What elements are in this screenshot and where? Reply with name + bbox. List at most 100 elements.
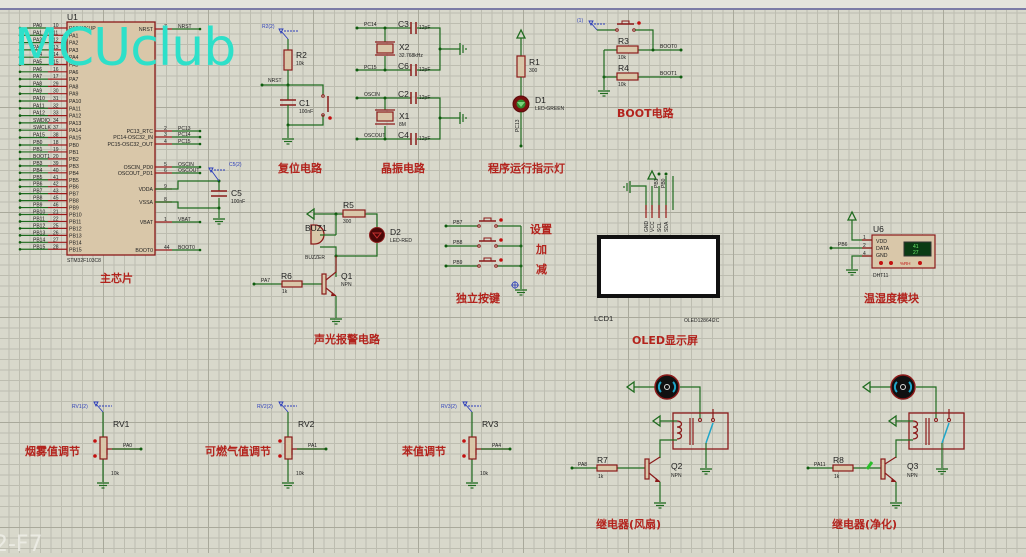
dht-pin-gnd: GND bbox=[876, 253, 888, 259]
mcu-net-label: PB14 bbox=[33, 237, 45, 243]
section-title-main-chip: 主芯片 bbox=[100, 271, 133, 285]
boot-circuit[interactable]: (1) R3 10k BOOT0 R4 10k BOOT1 bbox=[577, 18, 683, 97]
dht-button-down[interactable] bbox=[889, 261, 893, 265]
key-switch-1[interactable]: PB7 bbox=[444, 217, 522, 228]
capacitor-c5[interactable]: C5(2) C5 100nF bbox=[155, 162, 245, 225]
key-switch-3[interactable]: PB9 bbox=[444, 257, 523, 268]
mcu-pin-number: 31 bbox=[53, 96, 59, 102]
section-title-keys: 独立按键 bbox=[455, 291, 501, 305]
mcu-net-label: PB7 bbox=[33, 189, 43, 195]
relay-body bbox=[672, 412, 729, 450]
run-led-circuit[interactable]: R1 300 D1 LED-GREEN PC13 bbox=[512, 29, 565, 148]
c4-value: 12pF bbox=[419, 136, 430, 142]
dht-temp-value[interactable]: 27 bbox=[913, 250, 919, 256]
reset-circuit[interactable]: R2(2) R2 10k NRST C1 100nF bbox=[260, 24, 332, 145]
relay-transistor-ref: Q3 bbox=[907, 461, 919, 471]
relay-transistor-value: NPN bbox=[907, 473, 918, 479]
c3-value: 12pF bbox=[419, 25, 430, 31]
dht-unit: %RH bbox=[900, 261, 911, 266]
dht-pin-vdd: VDD bbox=[876, 239, 887, 245]
crystal-circuit[interactable]: PC14 PC15 C3 12pF C6 12pF X2 32.768kHz O bbox=[355, 19, 467, 145]
section-title-reset: 复位电路 bbox=[277, 161, 323, 175]
alarm-circuit[interactable]: R5 300 D2 LED-RED BUZ1 BUZZER PA7 R6 1k … bbox=[252, 200, 413, 325]
r3-value: 10k bbox=[618, 55, 627, 61]
d1-value: LED-GREEN bbox=[535, 106, 565, 112]
pot-ref: RV1 bbox=[113, 419, 130, 429]
mcu-pin-name: OSCOUT_PD1 bbox=[118, 171, 153, 177]
key-net-label: PB8 bbox=[453, 240, 463, 246]
section-title-pot-3: 苯值调节 bbox=[401, 444, 446, 458]
mcu-pin-number: 12 bbox=[53, 38, 59, 44]
r1-value: 300 bbox=[529, 68, 538, 74]
editor-top-border bbox=[0, 0, 1026, 10]
relay-resistor-ref: R7 bbox=[597, 455, 608, 465]
mcu-pin-number: 43 bbox=[53, 189, 59, 195]
mcu-pin-number: 40 bbox=[53, 168, 59, 174]
dht-humidity-value[interactable]: 41 bbox=[913, 244, 919, 250]
resistor-r6 bbox=[281, 280, 303, 288]
dht-button-unit[interactable] bbox=[918, 261, 922, 265]
bottom-watermark: 2-F7 bbox=[0, 532, 43, 557]
dht11-module[interactable]: PB6 U6 DHT11 1 2 4 VDD DATA GND 41 27 %R… bbox=[829, 211, 936, 279]
mcu-pin-name: PB7 bbox=[69, 192, 79, 198]
key-switch-2[interactable]: PB8 bbox=[444, 237, 523, 248]
pot-ref: RV3 bbox=[482, 419, 499, 429]
mcu-pin-number: 46 bbox=[53, 203, 59, 209]
mcu-net-label: PB8 bbox=[33, 196, 43, 202]
dht-button-up[interactable] bbox=[879, 261, 883, 265]
pot-net-label: PA0 bbox=[123, 443, 132, 449]
mcu-pin-number: 30 bbox=[53, 89, 59, 95]
mcu-net-label: PA4 bbox=[33, 52, 42, 58]
